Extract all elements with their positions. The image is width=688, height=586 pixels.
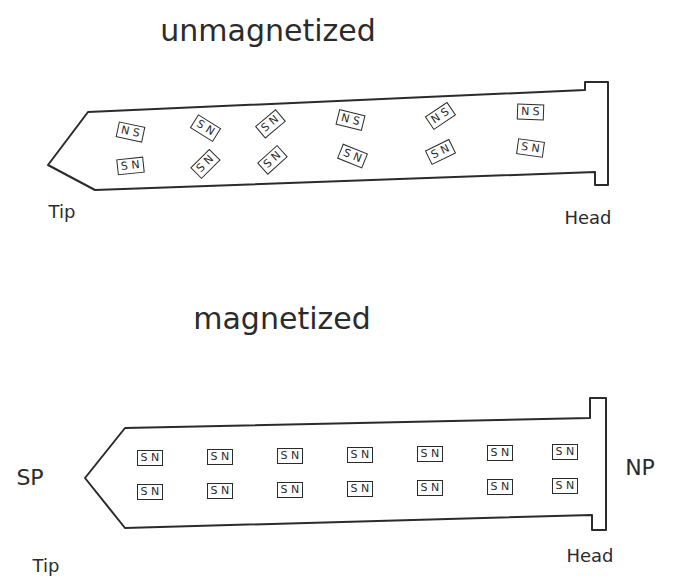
magnetic-domain: S N — [189, 114, 220, 142]
domain-poles: S N — [194, 118, 216, 138]
magnetic-domain: S N — [424, 139, 455, 165]
magnetic-domain: S N — [552, 478, 579, 494]
domain-poles: S N — [211, 485, 230, 497]
domain-poles: N S — [520, 106, 539, 119]
magnetic-domain: S N — [116, 157, 144, 176]
magnetic-domain: S N — [417, 446, 444, 462]
domain-poles: S N — [341, 147, 363, 165]
magnetic-domain: S N — [487, 479, 514, 495]
domain-poles: S N — [281, 484, 300, 496]
label-text: Head — [564, 208, 611, 228]
magnetic-domain: S N — [137, 484, 164, 500]
magnetic-domain: N S — [424, 102, 455, 130]
label-text: SP — [16, 466, 43, 490]
domain-poles: S N — [429, 143, 451, 162]
domain-poles: S N — [141, 452, 160, 464]
domain-poles: S N — [491, 481, 510, 493]
label-text: NP — [625, 456, 655, 480]
domain-poles: S N — [351, 483, 370, 495]
domain-poles: S N — [120, 159, 140, 173]
magnetic-domain: S N — [207, 449, 234, 465]
magnetic-domain: N S — [115, 121, 144, 142]
domain-poles: N S — [339, 112, 360, 128]
magnetic-domain: S N — [190, 149, 220, 179]
domain-poles: S N — [351, 449, 370, 461]
magnetic-domain: S N — [277, 448, 304, 464]
magnetic-domain: S N — [417, 480, 444, 496]
label-text: Head — [566, 546, 613, 566]
magnetic-domain: S N — [277, 482, 304, 498]
label-text: unmagnetized — [160, 14, 376, 47]
nail-outline — [48, 82, 608, 190]
domain-poles: S N — [194, 153, 216, 175]
label-text: Tip — [49, 202, 76, 222]
label-text: Tip — [33, 556, 60, 576]
domain-poles: S N — [556, 446, 575, 458]
magnetic-domain: S N — [254, 109, 285, 139]
magnetic-domain: S N — [207, 483, 234, 499]
nail-outline — [85, 398, 606, 530]
domain-poles: N S — [429, 106, 451, 126]
magnetic-domain: S N — [552, 444, 579, 460]
domain-poles: S N — [520, 141, 540, 156]
domain-poles: S N — [281, 450, 300, 462]
domain-poles: S N — [211, 451, 230, 463]
domain-poles: S N — [556, 480, 575, 492]
magnetic-domain: S N — [336, 144, 367, 169]
domain-poles: S N — [261, 149, 283, 171]
label-text: magnetized — [193, 302, 370, 335]
domain-poles: S N — [421, 448, 440, 460]
magnetic-domain: S N — [257, 145, 288, 175]
magnetic-domain: S N — [516, 138, 545, 158]
magnetic-domain: S N — [347, 481, 374, 497]
magnetic-domain: N S — [516, 104, 543, 121]
magnetic-domain: S N — [137, 450, 164, 466]
domain-poles: S N — [421, 482, 440, 494]
magnetic-domain: N S — [335, 109, 365, 131]
domain-poles: S N — [491, 447, 510, 459]
domain-poles: S N — [259, 113, 281, 134]
magnetic-domain: S N — [487, 445, 514, 461]
magnetic-domain: S N — [347, 447, 374, 463]
domain-poles: S N — [141, 486, 160, 498]
domain-poles: N S — [119, 124, 140, 140]
